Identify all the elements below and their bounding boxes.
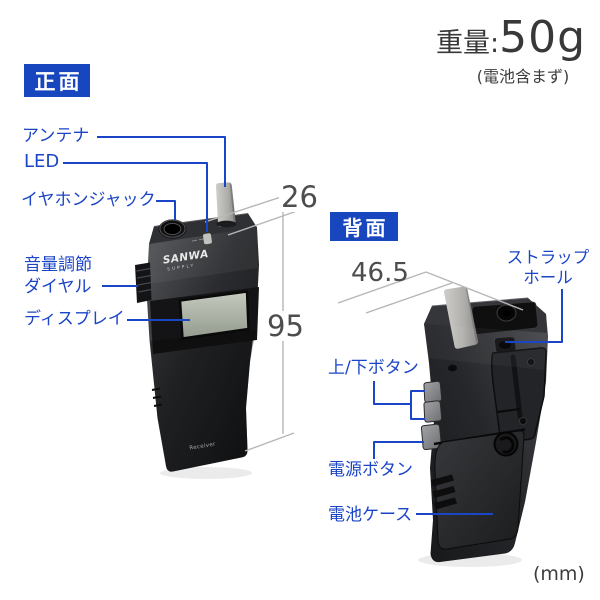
weight-heading: 重量:50g xyxy=(408,12,586,63)
callout-strap-hole-line1: ストラップ xyxy=(506,248,590,267)
callout-line-strap-hole xyxy=(505,289,563,343)
weight-value: 50g xyxy=(499,12,586,63)
callout-updown-buttons-label: 上/下ボタン xyxy=(328,358,419,378)
callout-antenna-label: アンテナ xyxy=(22,126,90,146)
dimension-width-value: 46.5 xyxy=(351,258,409,288)
unit-note: (mm) xyxy=(533,563,585,585)
callout-led-label: LED xyxy=(24,151,60,172)
dimension-depth-value: 26 xyxy=(279,180,320,214)
callout-earphone-jack-label: イヤホンジャック xyxy=(21,190,156,210)
model-text: Receiver xyxy=(189,442,217,452)
back-section-badge: 背面 xyxy=(330,212,398,241)
dimension-height-value: 95 xyxy=(264,311,307,341)
callout-line-updown-buttons xyxy=(373,381,425,420)
callout-strap-hole-label: ストラップ ホール xyxy=(500,248,596,288)
callout-volume-dial-line1: 音量調節 xyxy=(24,255,92,275)
dim-width-lines xyxy=(337,271,524,314)
callout-power-button-label: 電源ボタン xyxy=(328,460,413,480)
brand-logo-subtext: SUPPLY xyxy=(167,262,196,271)
front-device-shadow xyxy=(160,467,252,479)
front-device-illustration: SANWA SUPPLY Receiver xyxy=(135,182,259,472)
callout-strap-hole-line2: ホール xyxy=(523,268,573,287)
callout-volume-dial-line2: ダイヤル xyxy=(24,277,92,297)
front-section-badge: 正面 xyxy=(24,64,90,97)
back-device-illustration xyxy=(420,286,548,563)
callout-line-power-button xyxy=(373,441,424,459)
callout-volume-dial-label: 音量調節 ダイヤル xyxy=(24,254,92,298)
callout-battery-case-label: 電池ケース xyxy=(328,505,413,525)
callout-display-label: ディスプレイ xyxy=(24,309,125,329)
callout-lines xyxy=(63,136,563,515)
callout-line-antenna xyxy=(97,136,226,187)
callout-line-earphone-jack xyxy=(156,200,176,220)
weight-label: 重量: xyxy=(435,28,500,59)
callout-line-led xyxy=(63,162,208,232)
weight-note: (電池含まず) xyxy=(476,67,570,86)
